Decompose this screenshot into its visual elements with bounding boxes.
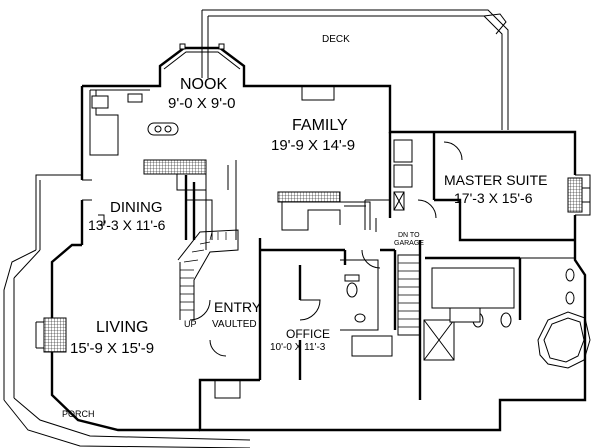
living-fireplace bbox=[35, 317, 67, 353]
office-name: OFFICE bbox=[286, 327, 330, 341]
porch-label: PORCH bbox=[62, 409, 95, 419]
kitchen bbox=[89, 89, 237, 250]
family-fireplace bbox=[277, 191, 371, 231]
entry-door bbox=[198, 378, 260, 399]
main-stairs bbox=[177, 175, 239, 320]
powder-room bbox=[344, 274, 393, 357]
stair-up-label: UP bbox=[184, 319, 197, 329]
living-size: 15'-9 X 15'-9 bbox=[70, 340, 155, 357]
deck-outline bbox=[201, 9, 509, 130]
family-size: 19'-9 X 14'-9 bbox=[271, 137, 356, 154]
dining-details bbox=[82, 179, 105, 226]
garage-label: GARAGE bbox=[394, 240, 424, 247]
master-fireplace bbox=[567, 174, 591, 216]
nook-size: 9'-0 X 9'-0 bbox=[168, 95, 236, 112]
exterior-walls bbox=[80, 46, 587, 432]
office-size: 10'-0 X 11'-3 bbox=[270, 342, 326, 353]
family-name: FAMILY bbox=[292, 117, 348, 134]
entry-note: VAULTED bbox=[212, 319, 257, 330]
entry-name: ENTRY bbox=[214, 299, 262, 315]
dn-to-label: DN TO bbox=[398, 232, 420, 239]
deck-label: DECK bbox=[322, 34, 350, 45]
doors bbox=[189, 86, 463, 357]
living-walls bbox=[44, 243, 200, 432]
dining-name: DINING bbox=[110, 199, 163, 216]
garage-stairs bbox=[397, 254, 421, 336]
master-suite-size: 17'-3 X 15'-6 bbox=[454, 190, 533, 206]
nook-bay bbox=[163, 43, 241, 70]
dining-size: 13'-3 X 11'-6 bbox=[88, 217, 166, 233]
wrap-porch bbox=[3, 174, 251, 448]
nook-name: NOOK bbox=[180, 76, 228, 93]
living-name: LIVING bbox=[96, 319, 149, 336]
master-bath bbox=[423, 257, 591, 369]
master-suite-name: MASTER SUITE bbox=[444, 172, 548, 188]
laundry bbox=[393, 139, 413, 211]
